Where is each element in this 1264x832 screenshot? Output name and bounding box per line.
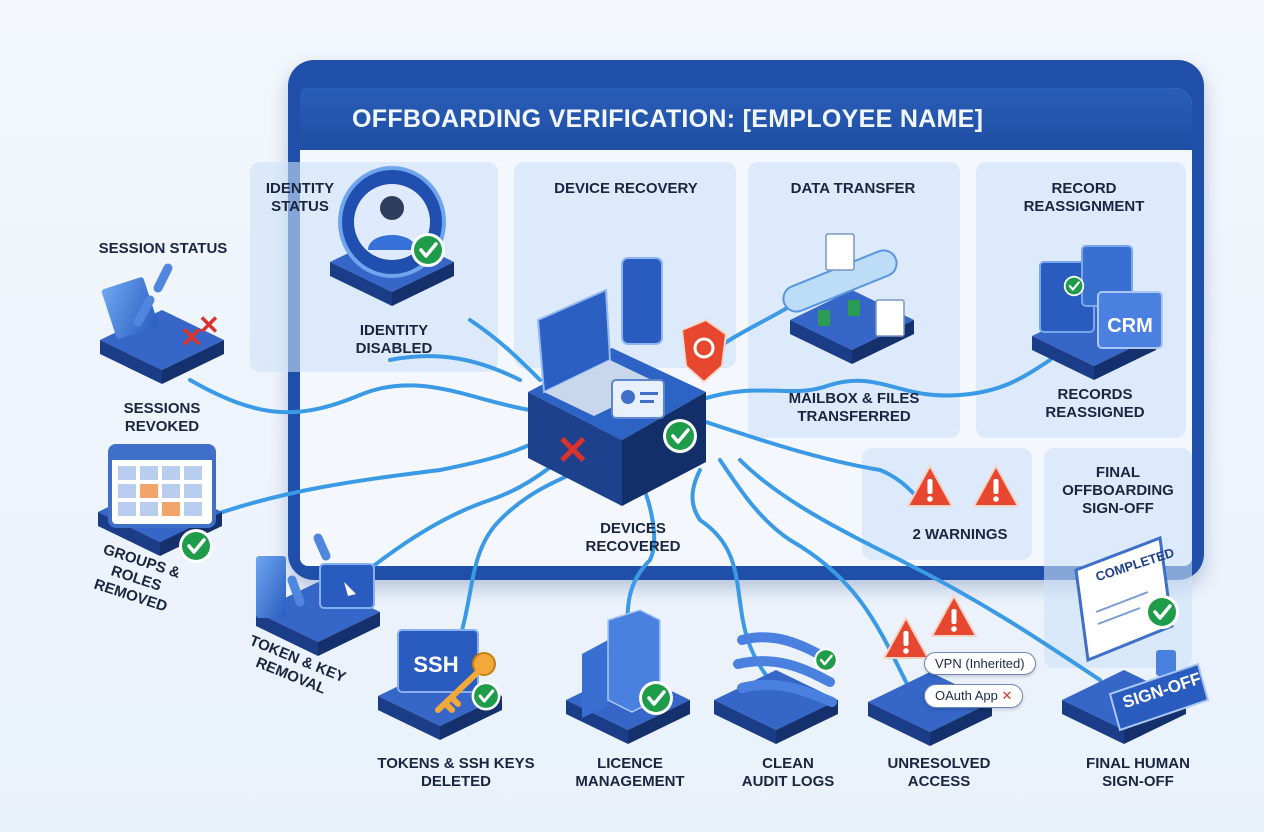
audit-node [714,632,840,744]
phone-icon [621,257,663,345]
oauth-pill[interactable]: OAuth App ✕ [924,684,1024,708]
oauth-pill-label: OAuth App [935,688,998,703]
certificate-icon [1074,535,1174,663]
unresolved-status: UNRESOLVED ACCESS [887,755,991,790]
device-heading: DEVICE RECOVERY [554,180,698,197]
data-status: MAILBOX & FILES TRANSFERRED [788,390,920,425]
session-node: ✕ ✕ [100,263,224,384]
vpn-pill[interactable]: VPN (Inherited) [924,652,1036,675]
calendar-grid-icon [108,444,216,528]
final-status: FINAL HUMAN SIGN-OFF [1086,755,1190,790]
warning-icon [931,595,977,637]
ssh-screen-label: SSH [413,652,458,677]
identity-heading: IDENTITY STATUS [265,180,335,215]
warning-icon [907,465,953,507]
check-icon [661,417,699,455]
identity-status: IDENTITY DISABLED [355,322,433,357]
check-icon [1062,274,1086,298]
server-icon [1039,245,1163,349]
check-icon [177,527,215,565]
thumbs-up-icon [1156,650,1176,676]
laptop-icon [536,288,660,416]
licence-node [566,609,690,744]
broken-chain-icon [133,263,173,327]
record-status: RECORDS REASSIGNED [1045,386,1145,421]
device-node: ✕ [528,257,728,506]
cursor-icon [344,582,356,596]
record-node: CRM [1032,245,1163,380]
ssh-node: SSH [378,629,502,740]
check-icon [637,679,675,717]
broken-chain-icon [287,533,331,607]
x-icon: ✕ [556,429,590,473]
session-status: SESSIONS REVOKED [123,400,201,435]
vpn-pill-label: VPN (Inherited) [935,656,1025,671]
check-icon [409,231,447,269]
data-node [782,233,914,364]
groups-node [98,444,222,565]
token-node [256,533,380,656]
final-heading: FINAL OFFBOARDING SIGN-OFF [1062,464,1174,517]
document-icon [825,233,905,337]
data-heading: DATA TRANSFER [790,180,916,197]
audit-status: CLEAN AUDIT LOGS [741,755,835,790]
licence-status: LICENCE MANAGEMENT [575,755,685,790]
badge-icon [611,379,665,419]
x-icon: ✕ [1001,688,1013,703]
session-heading: SESSION STATUS [98,240,228,257]
final-node [1062,535,1210,744]
check-icon [1143,593,1181,631]
crm-label: CRM [1107,315,1153,337]
record-heading: RECORD REASSIGNMENT [1023,180,1145,215]
warning-icon [883,617,929,659]
warning-pair [907,465,1019,507]
device-status: DEVICES RECOVERED [585,520,681,555]
user-icon [368,196,416,250]
check-icon [812,646,840,674]
warnings-status: 2 WARNINGS [912,526,1008,543]
connection-lines [188,298,1102,702]
ssh-status: TOKENS & SSH KEYS DELETED [377,755,535,790]
identity-node [330,166,454,306]
check-icon [470,680,502,712]
x-icon: ✕ [198,310,220,340]
warning-icon [973,465,1019,507]
x-icon: ✕ [180,322,203,353]
page-title: OFFBOARDING VERIFICATION: [EMPLOYEE NAME… [300,88,1192,150]
key-icon [435,652,496,713]
